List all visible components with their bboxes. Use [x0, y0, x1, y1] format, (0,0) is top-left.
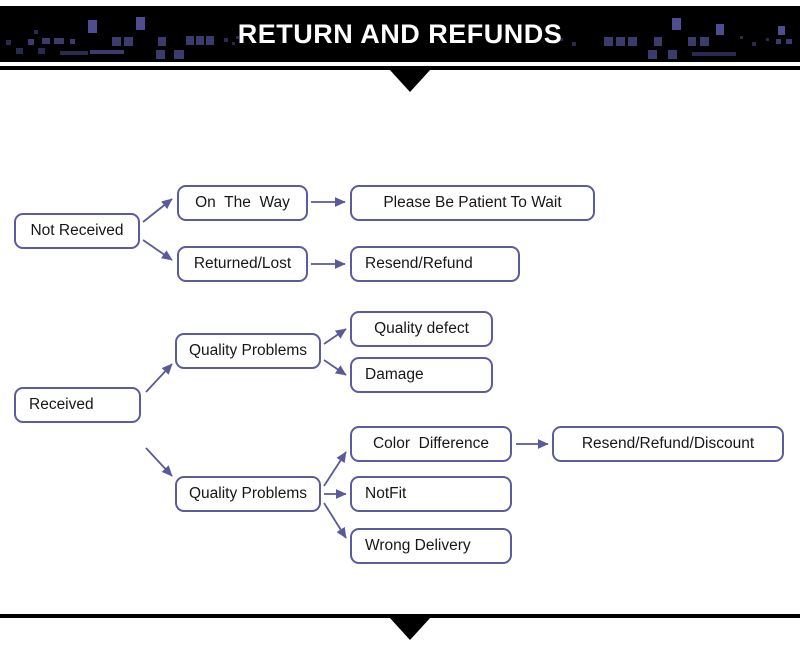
pixel-decoration: [112, 37, 121, 46]
header-banner: RETURN AND REFUNDS: [0, 6, 800, 62]
pixel-decoration: [28, 39, 34, 45]
node-damage[interactable]: Damage: [350, 357, 493, 393]
pixel-decoration: [560, 38, 563, 41]
node-notfit[interactable]: NotFit: [350, 476, 512, 512]
pixel-decoration: [688, 37, 696, 46]
pixel-decoration: [38, 48, 45, 54]
pixel-decoration: [156, 50, 165, 59]
pixel-decoration: [716, 24, 724, 35]
pixel-decoration: [668, 50, 677, 59]
node-resend-refund-discount[interactable]: Resend/Refund/Discount: [552, 426, 784, 462]
pixel-decoration: [42, 38, 50, 44]
pixel-decoration: [700, 37, 709, 46]
pixel-decoration: [60, 51, 88, 55]
pixel-decoration: [224, 38, 228, 42]
node-received[interactable]: Received: [14, 387, 141, 423]
node-resend-refund[interactable]: Resend/Refund: [350, 246, 520, 282]
pixel-decoration: [778, 26, 785, 35]
pixel-decoration: [6, 40, 11, 45]
node-please-be-patient-to-wait[interactable]: Please Be Patient To Wait: [350, 185, 595, 221]
pixel-decoration: [604, 37, 613, 46]
pixel-decoration: [158, 37, 166, 46]
pixel-decoration: [766, 38, 769, 41]
pixel-decoration: [648, 50, 657, 59]
pixel-decoration: [206, 36, 214, 45]
pixel-decoration: [776, 39, 781, 44]
footer-down-triangle-icon: [389, 617, 431, 640]
node-quality-problems-lower[interactable]: Quality Problems: [175, 476, 321, 512]
pixel-decoration: [786, 39, 792, 44]
footer-divider-line: [0, 614, 800, 618]
node-wrong-delivery[interactable]: Wrong Delivery: [350, 528, 512, 564]
pixel-decoration: [752, 42, 756, 46]
pixel-decoration: [174, 50, 184, 59]
pixel-decoration: [740, 36, 743, 39]
pixel-decoration: [628, 37, 637, 46]
pixel-decoration: [616, 37, 625, 46]
pixel-decoration: [692, 52, 736, 56]
pixel-decoration: [34, 30, 38, 34]
pixel-decoration: [90, 50, 124, 54]
node-not-received[interactable]: Not Received: [14, 213, 140, 249]
node-quality-problems-upper[interactable]: Quality Problems: [175, 333, 321, 369]
pixel-decoration: [16, 48, 23, 54]
node-color-difference[interactable]: Color Difference: [350, 426, 512, 462]
node-returned-lost[interactable]: Returned/Lost: [177, 246, 308, 282]
pixel-decoration: [236, 36, 239, 39]
pixel-decoration: [186, 36, 194, 45]
pixel-decoration: [232, 42, 235, 45]
page-title: RETURN AND REFUNDS: [237, 19, 563, 49]
pixel-decoration: [654, 37, 662, 46]
pixel-decoration: [70, 39, 75, 44]
pixel-decoration: [124, 37, 133, 46]
pixel-decoration: [672, 18, 681, 30]
pixel-decoration: [88, 20, 97, 33]
pixel-decoration: [136, 17, 145, 30]
node-quality-defect[interactable]: Quality defect: [350, 311, 493, 347]
header-down-triangle-icon: [389, 69, 431, 92]
pixel-decoration: [572, 42, 576, 46]
header-divider-line: [0, 66, 800, 70]
pixel-decoration: [54, 38, 64, 44]
pixel-decoration: [196, 36, 204, 45]
node-on-the-way[interactable]: On The Way: [177, 185, 308, 221]
